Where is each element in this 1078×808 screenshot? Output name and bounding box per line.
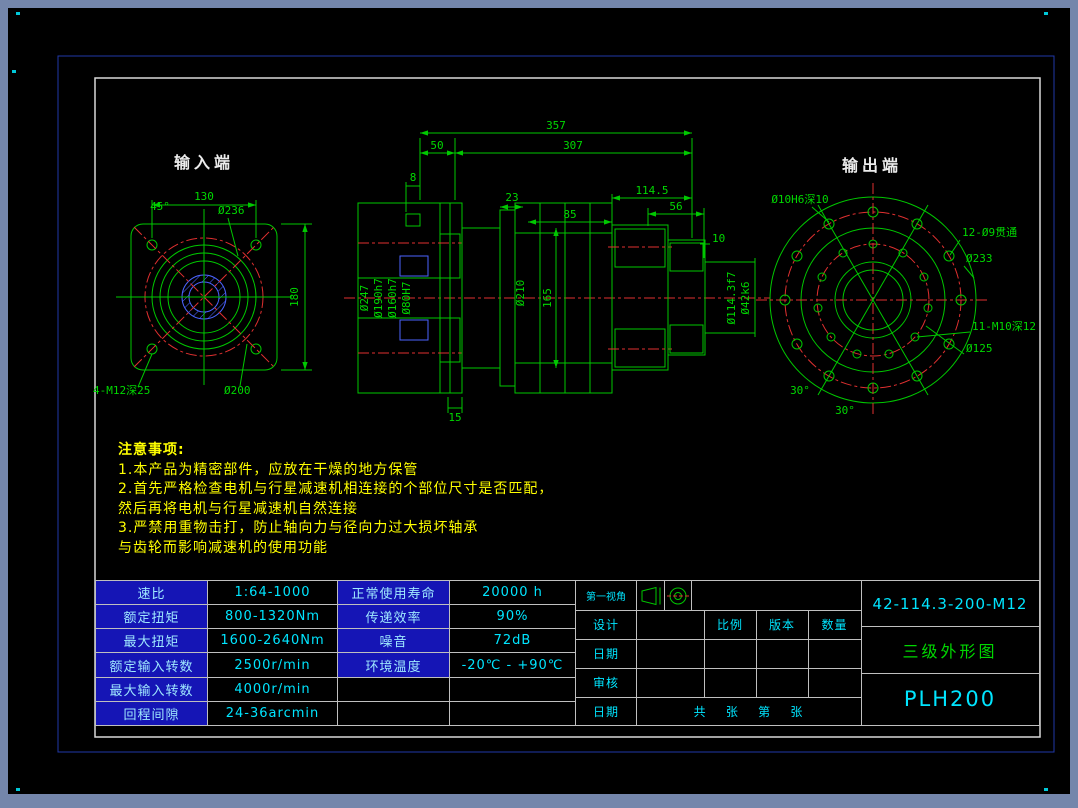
viewport-mark [1044, 788, 1048, 791]
dim-label: 12-Ø9贯通 [962, 226, 1017, 239]
dim-label: Ø42k6 [739, 281, 752, 314]
viewport-mark [16, 12, 20, 15]
dim-label: 114.5 [635, 184, 668, 197]
spec-key: 最大扭矩 [95, 628, 208, 654]
product-model: PLH200 [903, 687, 997, 711]
dim-label: 30° [835, 404, 855, 417]
first-angle-label: 第一视角 [586, 592, 626, 603]
dim-label: 85 [563, 208, 576, 221]
notes-line: 2.首先严格检查电机与行星减速机相连接的个部位尺寸是否匹配， [118, 481, 554, 497]
viewport-mark [12, 70, 16, 73]
spec-value: 2500r/min [207, 652, 338, 678]
spec-key [337, 676, 450, 702]
dim-label: Ø200 [224, 384, 251, 397]
dim-label: 180 [288, 287, 301, 307]
spec-value [449, 676, 576, 702]
spec-key: 噪音 [337, 628, 450, 654]
spec-value: 72dB [449, 628, 576, 654]
dim-label: 11-M10深12 [972, 320, 1036, 333]
notes-block: 注意事项: 1.本产品为精密部件，应放在干燥的地方保管 2.首先严格检查电机与行… [118, 441, 598, 558]
table-row: 回程间隙 24-36arcmin [95, 700, 576, 727]
dim-label: Ø247 [358, 285, 371, 312]
spec-value: 90% [449, 604, 576, 630]
table-row: 额定扭矩 800-1320Nm 传递效率 90% [95, 604, 576, 630]
first-angle-circles-icon [665, 582, 691, 609]
dim-label: Ø125 [966, 342, 993, 355]
dim-label: 165 [541, 288, 554, 308]
dim-label: 130 [194, 190, 214, 203]
dim-label: Ø233 [966, 252, 993, 265]
section-view: 357 50 307 8 23 85 114.5 56 10 15 Ø247 Ø… [344, 119, 770, 424]
design-label: 设计 [592, 618, 619, 632]
input-end-label: 输入端 [174, 153, 234, 172]
notes-line: 然后再将电机与行星减速机自然连接 [118, 500, 358, 517]
dim-label: 50 [430, 139, 443, 152]
sheets-label: 共 张 第 张 [693, 704, 804, 719]
table-row: 最大输入转数 4000r/min [95, 676, 576, 702]
viewport-mark [16, 788, 20, 791]
spec-value: 24-36arcmin [207, 700, 338, 727]
spec-value [449, 700, 576, 727]
notes-title: 注意事项: [118, 442, 185, 458]
input-end-view: 输入端 130 180 45° Ø236 4-M12深25 Ø200 [93, 153, 312, 397]
dim-label: Ø190h7 [372, 278, 385, 318]
version-label: 版本 [768, 618, 795, 632]
quantity-label: 数量 [821, 618, 848, 632]
spec-value: -20℃ - +90℃ [449, 652, 576, 678]
notes-line: 1.本产品为精密部件，应放在干燥的地方保管 [118, 461, 419, 478]
dim-label: 357 [546, 119, 566, 132]
spec-key: 正常使用寿命 [337, 579, 450, 606]
spec-key: 环境温度 [337, 652, 450, 678]
notes-line: 与齿轮而影响减速机的使用功能 [118, 539, 328, 556]
viewport-mark [1044, 12, 1048, 15]
spec-key: 回程间隙 [95, 700, 208, 727]
table-row: 速比 1:64-1000 正常使用寿命 20000 h [95, 579, 576, 606]
dim-label: 10 [712, 232, 725, 245]
spec-value: 1:64-1000 [207, 579, 338, 606]
date-label: 日期 [592, 647, 619, 661]
audit-label: 审核 [592, 676, 619, 690]
title-block: 第一视角 设计 日期 审核 日期 比例 版本 数量 共 张 第 张 42-114… [575, 580, 1040, 726]
dim-label: 23 [505, 191, 518, 204]
dim-label: 30° [790, 384, 810, 397]
spec-key: 速比 [95, 579, 208, 606]
output-end-label: 输出端 [842, 156, 902, 175]
notes-line: 3.严禁用重物击打，防止轴向力与径向力过大损坏轴承 [118, 520, 479, 536]
first-angle-cone-icon [637, 582, 664, 609]
dim-label: Ø114.3f7 [725, 272, 738, 325]
table-row: 额定输入转数 2500r/min 环境温度 -20℃ - +90℃ [95, 652, 576, 678]
dim-label: Ø80H7 [400, 281, 413, 314]
drawing-code: 42-114.3-200-M12 [872, 594, 1028, 613]
spec-key [337, 700, 450, 727]
dim-label: Ø160h7 [386, 278, 399, 318]
spec-key: 额定输入转数 [95, 652, 208, 678]
scale-label: 比例 [716, 618, 743, 632]
sheet-frame [57, 55, 1055, 753]
spec-key: 额定扭矩 [95, 604, 208, 630]
spec-table: 速比 1:64-1000 正常使用寿命 20000 h 额定扭矩 800-132… [95, 579, 576, 727]
dim-label: Ø10H6深10 [771, 193, 828, 206]
spec-value: 4000r/min [207, 676, 338, 702]
output-end-view: 输出端 Ø10H6深10 12-Ø9贯通 Ø233 11-M10深12 [756, 156, 1036, 417]
dim-label: 307 [563, 139, 583, 152]
date-label: 日期 [592, 704, 619, 719]
spec-value: 800-1320Nm [207, 604, 338, 630]
dim-label: 15 [448, 411, 461, 424]
table-row: 最大扭矩 1600-2640Nm 噪音 72dB [95, 628, 576, 654]
dim-label: 45° [150, 200, 170, 213]
spec-value: 1600-2640Nm [207, 628, 338, 654]
dim-label: 4-M12深25 [93, 384, 150, 397]
spec-key: 最大输入转数 [95, 676, 208, 702]
dim-label: 8 [410, 171, 417, 184]
dim-label: Ø210 [514, 280, 527, 307]
dim-label: Ø236 [218, 204, 245, 217]
drawing-name: 三级外形图 [902, 641, 998, 661]
spec-value: 20000 h [449, 579, 576, 606]
spec-key: 传递效率 [337, 604, 450, 630]
dim-label: 56 [669, 200, 682, 213]
